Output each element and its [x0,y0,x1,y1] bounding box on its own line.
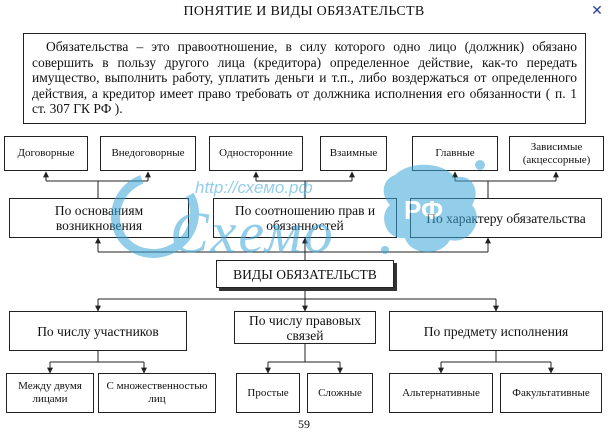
criterion-legal-ties: По числу правовых связей [234,311,376,344]
type-optional: Факультативные [500,373,602,413]
center-obligation-types: ВИДЫ ОБЯЗАТЕЛЬСТВ [216,260,394,288]
type-simple: Простые [236,373,300,413]
page-title: ПОНЯТИЕ И ВИДЫ ОБЯЗАТЕЛЬСТВ [183,4,425,19]
type-plural-persons: С множественностью лиц [98,373,216,413]
close-icon[interactable]: ✕ [591,3,603,19]
type-complex: Сложные [307,373,373,413]
type-two-persons: Между двумя лицами [6,373,94,413]
type-accessory: Зависимые (акцессорные) [509,136,604,171]
criterion-rights-duties: По соотношению прав и обязанностей [213,198,397,238]
criterion-nature: По характеру обязательства [410,198,602,238]
type-unilateral: Односторонние [209,136,303,171]
criterion-origin: По основаниям возникновения [9,198,189,238]
criterion-participants: По числу участников [9,311,187,351]
criterion-subject: По предмету исполнения [389,311,603,351]
page-number: 59 [298,417,310,431]
type-mutual: Взаимные [320,136,387,171]
type-non-contractual: Внедоговорные [100,136,196,171]
type-main: Главные [412,136,498,171]
type-contractual: Договорные [4,136,88,171]
type-alternative: Альтернативные [389,373,493,413]
definition-box: Обязательства – это правоотношение, в си… [23,33,586,124]
